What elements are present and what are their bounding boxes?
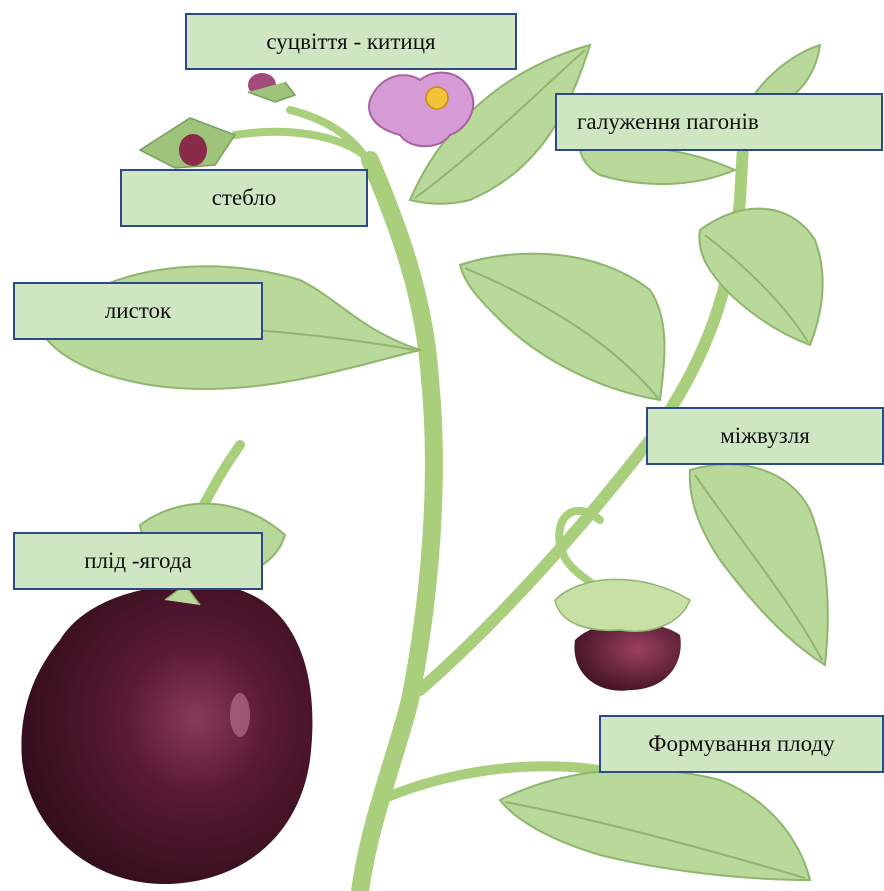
fruit-small	[555, 579, 690, 690]
label-stem: стебло	[120, 169, 368, 227]
flower-bud	[248, 73, 295, 102]
leaf-branch-left	[580, 146, 735, 184]
upper-stem	[235, 110, 375, 175]
flower-bud-left	[140, 118, 235, 168]
label-inflorescence: суцвіття - китиця	[185, 13, 517, 70]
label-fruit-berry: плід -ягода	[13, 532, 263, 590]
label-internode: міжвузля	[646, 407, 884, 465]
fruit-large	[21, 445, 312, 884]
leaf-bottom	[500, 770, 810, 880]
label-leaf: листок	[13, 282, 263, 340]
leaf-right-lower	[690, 464, 828, 665]
label-shoot-branching: галуження пагонів	[555, 93, 883, 151]
leaf-middle	[460, 254, 664, 400]
label-fruit-formation: Формування плоду	[599, 715, 884, 773]
